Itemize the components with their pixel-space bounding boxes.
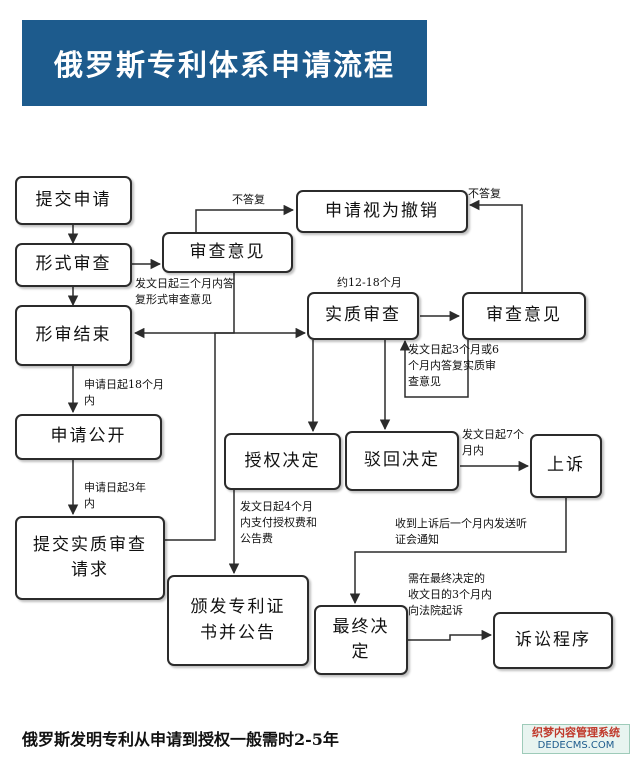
label-grant-fee: 发文日起4个月内支付授权费和公告费 xyxy=(240,500,317,545)
node-sub-request: 提交实质审查请求 xyxy=(15,516,165,600)
node-reject: 驳回决定 xyxy=(345,431,459,491)
label-no-reply-2: 不答复 xyxy=(468,187,501,200)
watermark-line2: DEDECMS.COM xyxy=(537,740,615,751)
node-grant: 授权决定 xyxy=(224,433,341,490)
label-publish-time: 申请日起18个月内 xyxy=(84,378,164,407)
node-certificate: 颁发专利证书并公告 xyxy=(167,575,309,666)
footer-note: 俄罗斯发明专利从申请到授权一般需时2-5年 xyxy=(22,730,339,749)
label-formal-reply: 发文日起三个月内答复形式审查意见 xyxy=(135,277,234,306)
label-sub-reply: 发文日起3个月或6个月内答复实质审查意见 xyxy=(408,343,499,388)
node-formal-end: 形审结束 xyxy=(15,305,132,366)
node-formal-exam: 形式审查 xyxy=(15,243,132,287)
node-withdrawn: 申请视为撤销 xyxy=(296,190,468,233)
watermark-logo: 织梦内容管理系统 DEDECMS.COM xyxy=(522,724,630,754)
node-submit: 提交申请 xyxy=(15,176,132,225)
arrow-request-substantive xyxy=(165,327,307,541)
node-appeal: 上诉 xyxy=(530,434,602,498)
node-substantive-exam: 实质审查 xyxy=(307,292,419,340)
page-title: 俄罗斯专利体系申请流程 xyxy=(53,48,395,82)
watermark-line1: 织梦内容管理系统 xyxy=(532,726,620,739)
arrow-appeal-final xyxy=(349,498,567,605)
arrow-sub-reply xyxy=(399,339,469,398)
arrow-no-reply-withdraw xyxy=(195,204,295,232)
node-formal-opinion: 审查意见 xyxy=(162,232,293,273)
label-request-time: 申请日起3年内 xyxy=(84,481,146,510)
node-litigation: 诉讼程序 xyxy=(493,612,613,669)
node-publish: 申请公开 xyxy=(15,414,162,460)
label-no-reply-1: 不答复 xyxy=(232,193,265,206)
label-court: 需在最终决定的收文日的3个月内向法院起诉 xyxy=(408,572,492,617)
node-sub-opinion: 审查意见 xyxy=(462,292,586,340)
arrow-no-reply-2 xyxy=(468,199,523,292)
label-hearing: 收到上诉后一个月内发送听证会通知 xyxy=(395,517,527,546)
title-banner: 俄罗斯专利体系申请流程 xyxy=(22,20,427,106)
label-months-12-18: 约12-18个月 xyxy=(337,276,402,289)
node-final: 最终决定 xyxy=(314,605,408,675)
label-appeal-time: 发文日起7个月内 xyxy=(462,428,524,457)
arrow-final-litigation xyxy=(408,629,493,641)
